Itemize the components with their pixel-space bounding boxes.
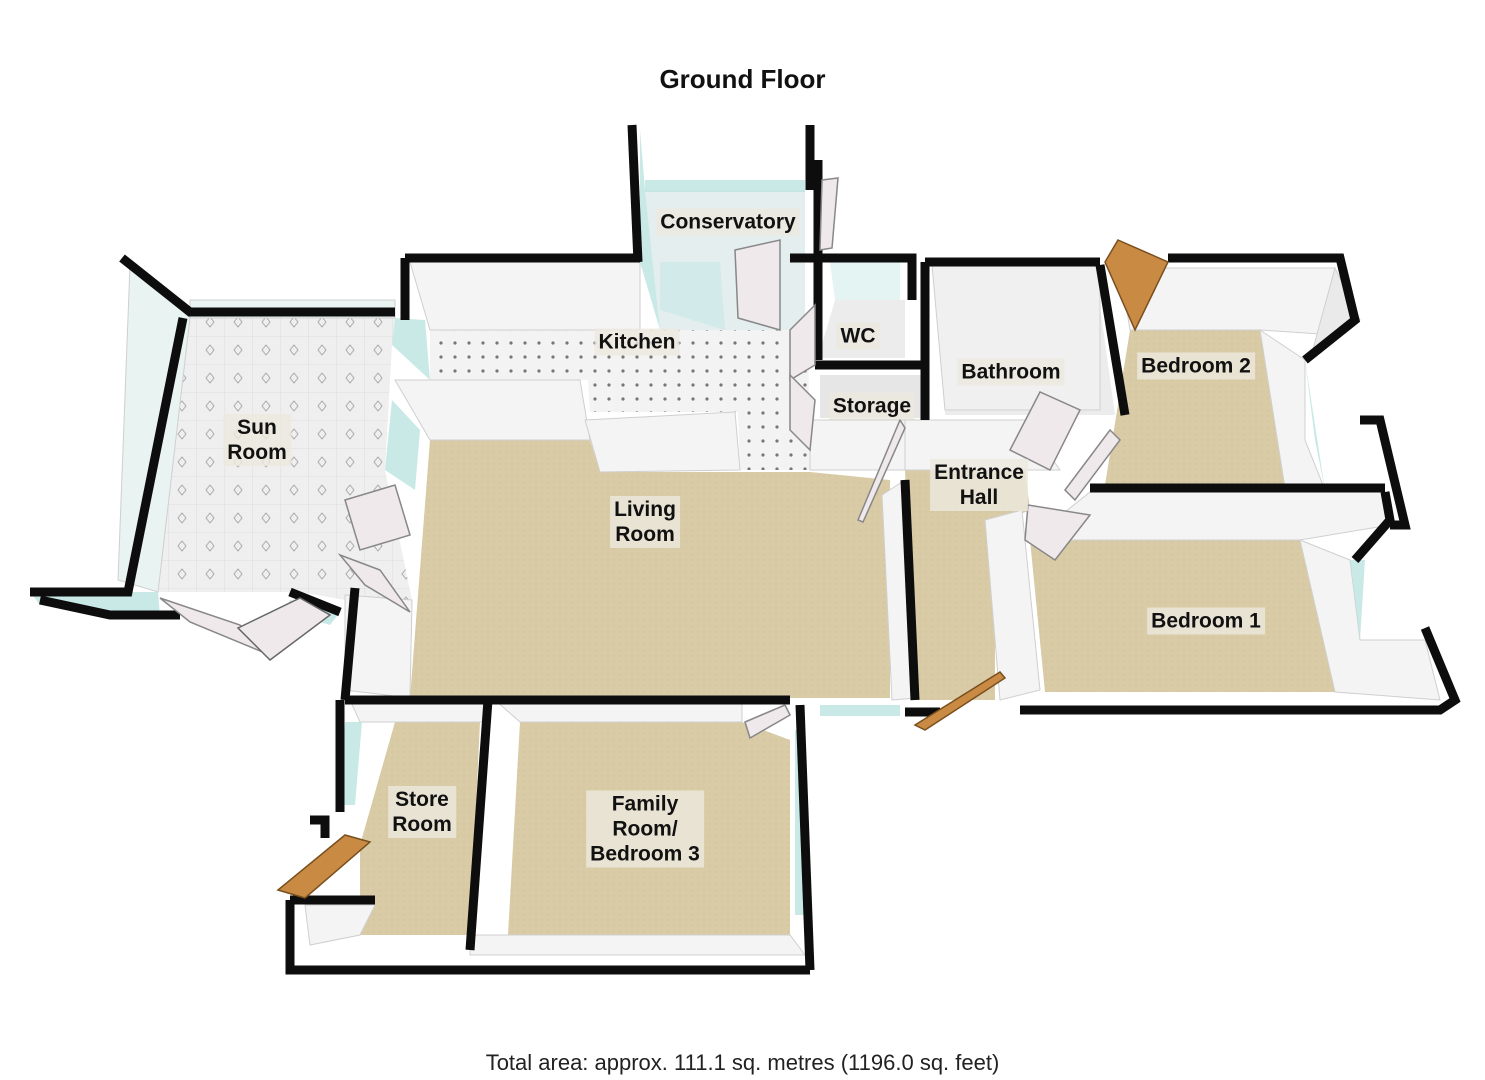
bathroom-door [1008, 391, 1082, 472]
bedroom-1-door [1024, 504, 1092, 562]
room-label-living-room: Living Room [610, 496, 680, 548]
room-label-family-room: Family Room/ Bedroom 3 [586, 790, 704, 868]
room-label-entrance-hall: Entrance Hall [930, 459, 1028, 511]
room-label-store-room: Store Room [388, 786, 456, 838]
front-door-bedroom-2 [1104, 239, 1170, 332]
storage-door [789, 373, 816, 452]
room-label-bedroom-2: Bedroom 2 [1137, 352, 1255, 380]
room-label-bedroom-1: Bedroom 1 [1147, 607, 1265, 635]
room-label-storage: Storage [828, 392, 916, 420]
sun-room-door-b [337, 553, 411, 613]
entrance-door [913, 671, 1007, 731]
room-label-wc: WC [836, 322, 880, 350]
entrance-hall-floor [905, 470, 1030, 700]
store-room-door [276, 834, 372, 899]
plan-title: Ground Floor [659, 64, 826, 94]
bedroom-2-door [1064, 428, 1121, 502]
conservatory-door [734, 239, 781, 331]
sun-room-french-door-right [236, 597, 332, 661]
hall-door [857, 418, 906, 523]
wall-faces [117, 261, 1441, 956]
room-label-sun-room: Sun Room [223, 414, 291, 466]
family-room-door [744, 704, 791, 740]
room-label-conservatory: Conservatory [656, 208, 800, 236]
conservatory-side-door [819, 177, 839, 251]
room-label-kitchen: Kitchen [594, 328, 680, 356]
total-area-caption: Total area: approx. 111.1 sq. metres (11… [485, 1050, 1000, 1075]
living-room-floor [410, 440, 890, 698]
sun-room-door-a [344, 484, 411, 551]
walls [30, 124, 1461, 975]
room-label-bathroom: Bathroom [957, 358, 1065, 386]
kitchen-wc-door [789, 303, 816, 382]
kitchen-floor [430, 330, 810, 470]
doors [159, 177, 1170, 899]
